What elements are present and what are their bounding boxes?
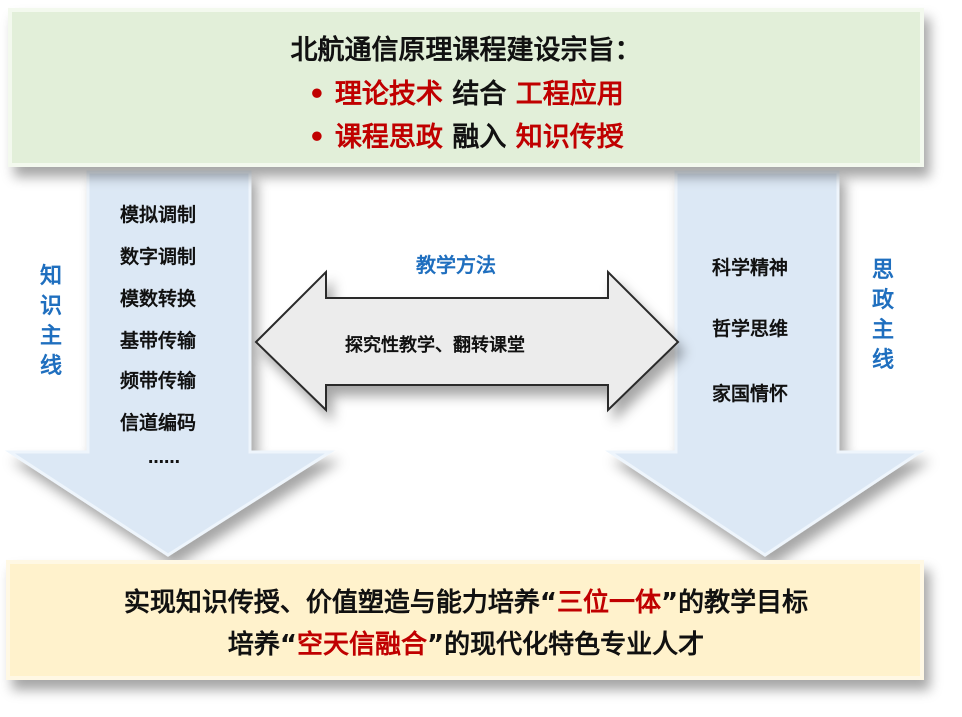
knowledge-item: 基带传输 <box>120 330 197 352</box>
header-title: 北航通信原理课程建设宗旨： <box>290 35 642 66</box>
highlight-text: 空天信融合 <box>296 630 427 660</box>
connector-text: 融入 <box>442 122 516 153</box>
knowledge-item: 数字调制 <box>120 246 197 268</box>
knowledge-item: 频带传输 <box>120 370 197 392</box>
knowledge-mainline-label: 知识主线 <box>39 264 62 379</box>
footer-box <box>6 560 924 680</box>
ideology-item: 家国情怀 <box>712 383 789 405</box>
header-box <box>8 8 924 167</box>
knowledge-item: 模数转换 <box>120 288 197 310</box>
knowledge-item: 信道编码 <box>120 412 197 434</box>
double-arrow <box>254 269 680 413</box>
header-line-1: • 理论技术 结合 工程应用 <box>0 72 932 111</box>
footer-text: ”的现代化特色专业人才 <box>427 630 705 660</box>
highlight-text: 三位一体 <box>556 588 661 618</box>
header-line-2: • 课程思政 融入 知识传授 <box>0 115 932 154</box>
footer-text: 实现知识传授、价值塑造与能力培养“ <box>123 588 557 618</box>
highlight-text: 理论技术 <box>334 79 443 110</box>
bullet: • <box>308 122 326 153</box>
footer-text: 培养“ <box>227 630 297 660</box>
right-down-arrow <box>605 170 925 557</box>
teaching-method-text: 探究性教学、翻转课堂 <box>345 335 525 356</box>
footer-text: ”的教学目标 <box>661 588 809 618</box>
connector-text: 结合 <box>442 79 516 110</box>
left-down-arrow <box>4 170 336 557</box>
teaching-method-label: 教学方法 <box>416 253 496 277</box>
bullet: • <box>308 79 326 110</box>
knowledge-item-ellipsis: …… <box>148 448 180 467</box>
highlight-text: 课程思政 <box>334 122 443 153</box>
ideology-item: 哲学思维 <box>712 318 789 340</box>
highlight-text: 工程应用 <box>515 79 624 110</box>
footer-line-2: 培养“空天信融合”的现代化特色专业人才 <box>0 624 932 661</box>
ideology-mainline-label: 思政主线 <box>871 258 894 373</box>
knowledge-item: 模拟调制 <box>120 204 197 226</box>
highlight-text: 知识传授 <box>515 122 624 153</box>
ideology-item: 科学精神 <box>712 257 789 279</box>
footer-line-1: 实现知识传授、价值塑造与能力培养“三位一体”的教学目标 <box>0 582 932 619</box>
